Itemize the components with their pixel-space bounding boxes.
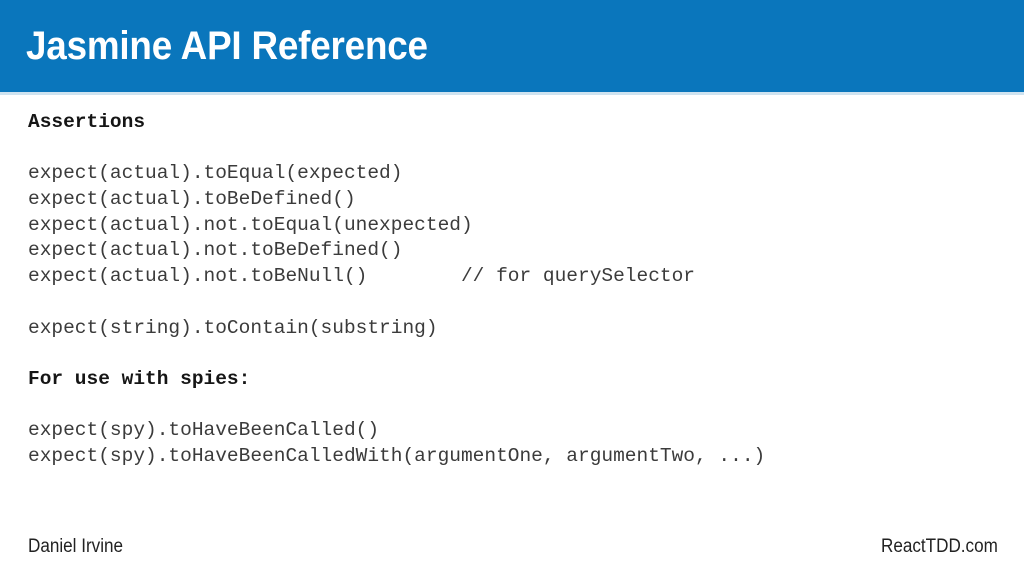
title-banner: Jasmine API Reference <box>0 0 1024 92</box>
code-line: expect(actual).not.toBeNull() // for que… <box>28 265 696 288</box>
code-blank-line <box>28 393 996 419</box>
code-line: expect(actual).not.toEqual(unexpected) <box>28 213 473 236</box>
code-section-heading: Assertions <box>28 111 146 133</box>
code-line: expect(actual).toBeDefined() <box>28 188 356 211</box>
code-blank-line <box>28 341 996 367</box>
code-line: expect(string).toContain(substring) <box>28 316 438 339</box>
footer-author: Daniel Irvine <box>28 536 124 557</box>
code-line: expect(spy).toHaveBeenCalled() <box>28 419 380 442</box>
footer-site: ReactTDD.com <box>881 536 998 557</box>
banner-underline-divider <box>0 92 1024 95</box>
code-line: expect(actual).toEqual(expected) <box>28 162 403 185</box>
slide-footer: Daniel Irvine ReactTDD.com <box>0 524 1024 576</box>
code-blank-line <box>28 136 996 162</box>
page-title: Jasmine API Reference <box>26 24 428 68</box>
code-reference-body: Assertions expect(actual).toEqual(expecte… <box>28 110 996 470</box>
code-line: expect(spy).toHaveBeenCalledWith(argumen… <box>28 444 766 467</box>
code-blank-line <box>28 290 996 316</box>
code-line: expect(actual).not.toBeDefined() <box>28 239 403 262</box>
code-section-heading: For use with spies: <box>28 367 251 390</box>
